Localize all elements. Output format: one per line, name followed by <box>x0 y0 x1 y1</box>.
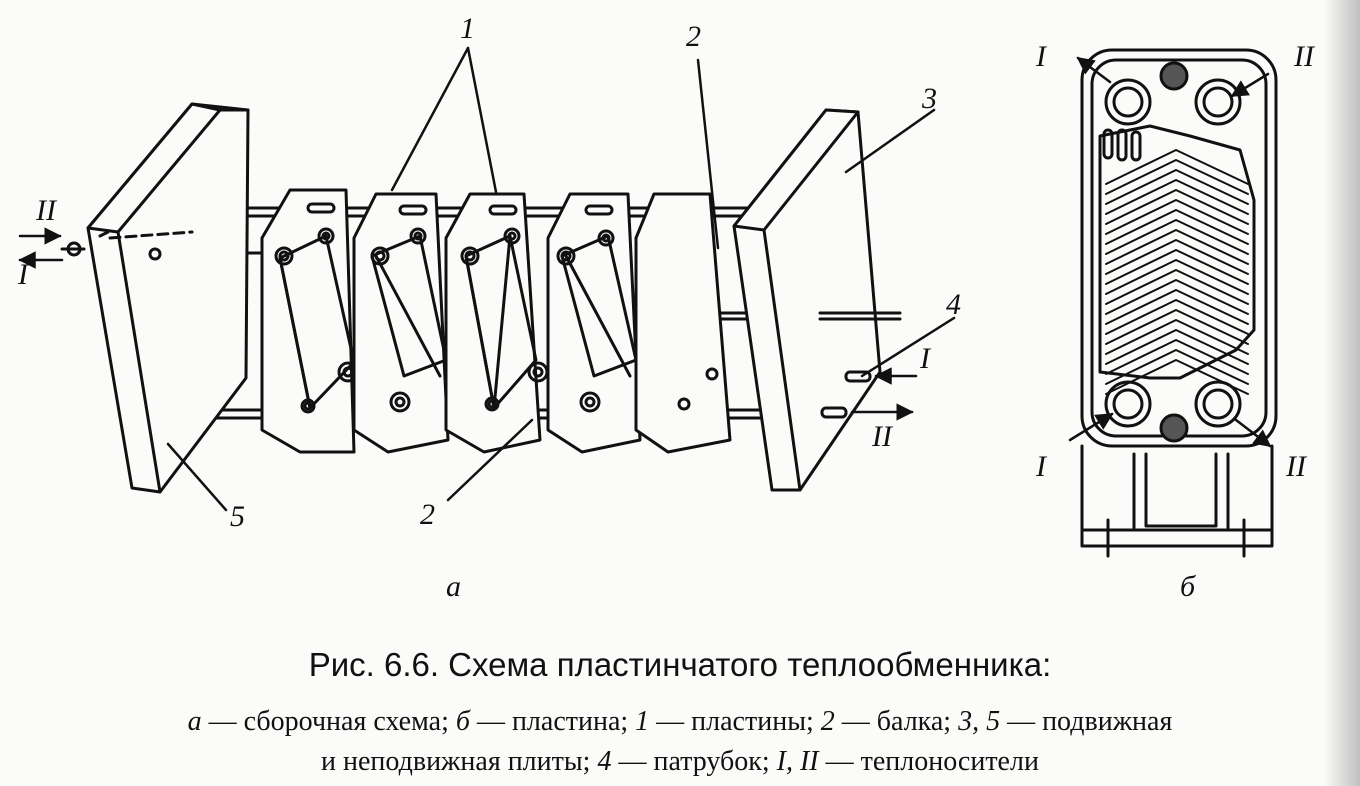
caption-title: Рис. 6.6. Схема пластинчатого теплообмен… <box>308 646 1052 683</box>
caption-segment: 3, 5 <box>958 706 1001 737</box>
leader-lines <box>166 46 956 512</box>
label-beam-top: 2 <box>686 20 701 53</box>
chevron-line <box>1105 249 1249 285</box>
chevron-line <box>1105 209 1249 245</box>
caption-segment: — патрубок; <box>611 746 777 777</box>
caption-segment: б <box>455 706 470 737</box>
caption-segment: I, II <box>776 746 819 777</box>
caption-segment: — сборочная схема; <box>201 706 456 737</box>
chevron-line <box>1105 229 1249 265</box>
chevron-line <box>1105 179 1249 215</box>
chevron-line <box>1105 239 1249 275</box>
fixed-plate-5 <box>60 102 250 494</box>
label-beam-bottom: 2 <box>420 498 435 531</box>
chevron-line <box>1105 349 1249 385</box>
corrugation-pattern <box>1105 149 1249 395</box>
single-plate <box>1068 48 1278 558</box>
caption-segment: — подвижная <box>1000 706 1173 737</box>
label-b-top-II: II <box>1294 40 1314 73</box>
caption-line-2: и неподвижная плиты; 4 — патрубок; I, II… <box>0 742 1360 782</box>
caption-segment: 1 <box>635 706 650 737</box>
chevron-line <box>1105 289 1249 325</box>
caption-segment: и неподвижная плиты; <box>321 746 598 777</box>
heat-plate-b <box>352 192 450 454</box>
scan-edge-shadow <box>1324 0 1360 786</box>
chevron-line <box>1105 199 1249 235</box>
caption-segment: 2 <box>820 706 835 737</box>
chevron-line <box>1105 259 1249 295</box>
heat-plate-c <box>444 192 549 454</box>
chevron-line <box>1105 329 1249 365</box>
subfigure-b-label: б <box>1180 570 1196 603</box>
label-left-II: II <box>36 194 56 227</box>
chevron-line <box>1105 189 1249 225</box>
chevron-line <box>1105 219 1249 255</box>
label-b-bot-II: II <box>1286 450 1306 483</box>
label-movable-plate: 3 <box>922 82 937 115</box>
chevron-line <box>1105 159 1249 195</box>
assembly-scheme <box>18 46 956 512</box>
heat-plate-d <box>546 192 642 454</box>
heat-plate-a <box>260 188 359 454</box>
chevron-line <box>1105 279 1249 315</box>
label-right-I: I <box>920 342 930 375</box>
label-plates: 1 <box>460 12 475 45</box>
chevron-line <box>1105 169 1249 205</box>
label-b-bot-I: I <box>1036 450 1046 483</box>
chevron-line <box>1105 149 1249 185</box>
chevron-line <box>1105 359 1249 395</box>
label-b-top-I: I <box>1036 40 1046 73</box>
chevron-line <box>1105 269 1249 305</box>
label-nozzle: 4 <box>946 288 961 321</box>
label-right-II: II <box>872 420 892 453</box>
caption-text: а — сборочная схема; б — пластина; 1 — п… <box>0 702 1360 782</box>
chevron-line <box>1105 299 1249 335</box>
chevron-line <box>1105 309 1249 345</box>
caption-segment: 4 <box>597 746 612 777</box>
chevron-line <box>1105 319 1249 355</box>
label-fixed-plate: 5 <box>230 500 245 533</box>
subfigure-a-label: а <box>446 570 461 603</box>
caption-segment: — пластины; <box>649 706 821 737</box>
chevron-line <box>1105 339 1249 375</box>
caption-segment: — теплоносители <box>818 746 1039 777</box>
caption-segment: а <box>187 706 202 737</box>
flow-arrows <box>18 227 918 421</box>
caption-line-1: а — сборочная схема; б — пластина; 1 — п… <box>0 702 1360 742</box>
label-left-I: I <box>18 258 28 291</box>
end-plate <box>634 192 732 454</box>
caption-segment: — пластина; <box>469 706 636 737</box>
caption-segment: — балка; <box>834 706 959 737</box>
